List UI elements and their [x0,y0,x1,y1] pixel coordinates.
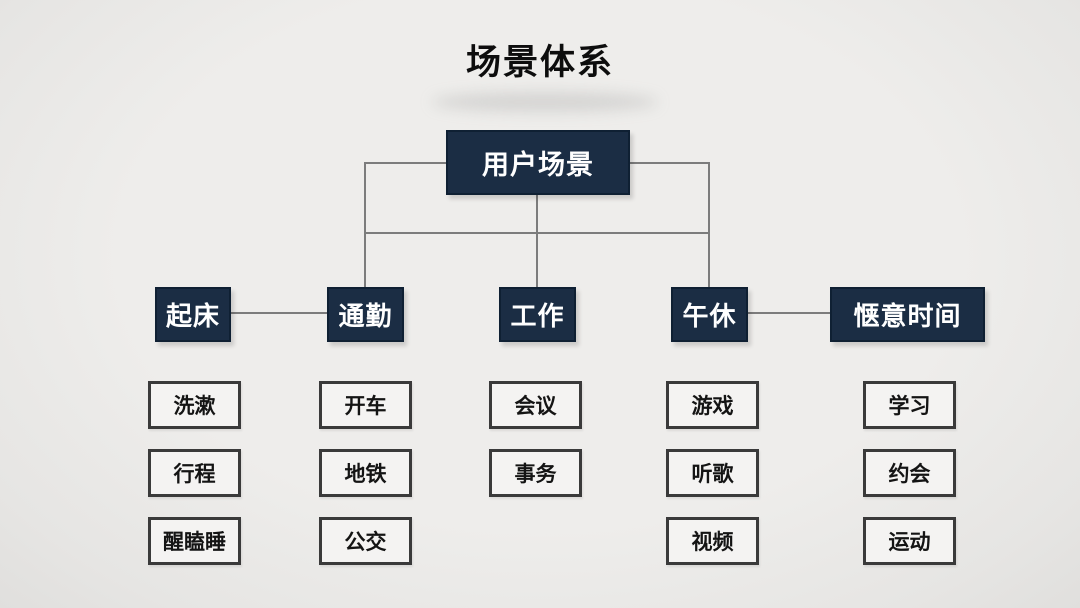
leaf-listen-music: 听歌 [666,449,759,497]
leaf-tasks: 事务 [489,449,582,497]
leaf-itinerary: 行程 [148,449,241,497]
connector-root-left-h [365,162,446,164]
leaf-wash-up: 洗漱 [148,381,241,429]
connector-root-right-h [630,162,709,164]
connector-lunch-leisure-h [748,312,830,314]
connector-wakeup-commute-h [229,312,327,314]
connector-work-v [536,195,538,287]
branch-leisure-time: 惬意时间 [830,287,985,342]
leaf-games: 游戏 [666,381,759,429]
connector-lunch-v [708,162,710,287]
branch-work: 工作 [499,287,576,342]
leaf-drive: 开车 [319,381,412,429]
leaf-meeting: 会议 [489,381,582,429]
branch-lunch-break: 午休 [671,287,748,342]
connector-commute-v [364,162,366,287]
leaf-study: 学习 [863,381,956,429]
leaf-wake-from-drowsiness: 醒瞌睡 [148,517,241,565]
node-root-user-scenarios: 用户场景 [446,130,630,195]
diagram-title: 场景体系 [465,43,614,82]
leaf-bus: 公交 [319,517,412,565]
title-shadow-artifact [432,92,658,112]
branch-commute: 通勤 [327,287,404,342]
leaf-video: 视频 [666,517,759,565]
leaf-subway: 地铁 [319,449,412,497]
leaf-date: 约会 [863,449,956,497]
branch-wake-up: 起床 [155,287,231,342]
connector-bus-h [364,232,710,234]
leaf-exercise: 运动 [863,517,956,565]
